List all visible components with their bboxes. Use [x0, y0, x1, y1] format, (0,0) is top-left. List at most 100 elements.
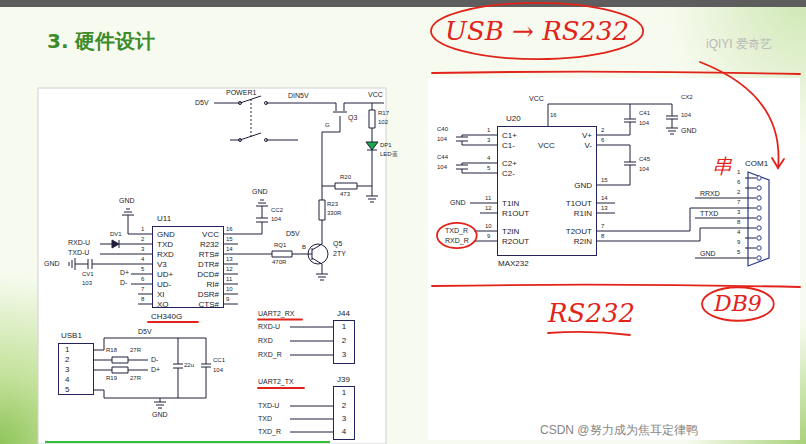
slide-panel [428, 78, 800, 440]
pin-number: 11 [226, 276, 232, 282]
db9-outline [745, 172, 771, 266]
pin-name: R232 [200, 241, 219, 249]
chip-box: U11CH340GGNDTXDRXDV3UD+UD-XIXOVCCR232RTS… [152, 226, 224, 308]
slide-panel [0, 0, 806, 7]
pin-dot [757, 196, 761, 200]
transistor-wiring [292, 244, 328, 280]
net-label: RXD_R [258, 351, 282, 358]
transistor-wiring [224, 200, 328, 304]
pin-name: C2+ [502, 160, 517, 168]
pin-number: 15 [226, 236, 233, 242]
part-name: C40 [437, 126, 448, 132]
pin-stub [745, 228, 756, 229]
pin-name: 3 [334, 415, 354, 423]
net-label: D5V [195, 99, 209, 106]
pin-name: XO [157, 301, 169, 309]
ch340-wiring [131, 274, 152, 304]
pin-name: 2 [334, 402, 354, 410]
power-switch-wiring [265, 139, 268, 142]
wire [597, 228, 745, 241]
pin-number: 12 [485, 205, 492, 211]
handwritten-mark [431, 3, 643, 59]
net-label: RXD_R [445, 237, 469, 244]
pin-name: R2IN [574, 238, 592, 246]
part-name: Q5 [333, 240, 342, 247]
part-name: J39 [337, 376, 350, 384]
handwritten-mark [258, 387, 304, 389]
mosfet-led-wiring [366, 142, 378, 150]
max232-wiring [597, 135, 630, 213]
handwritten-mark [148, 62, 800, 388]
transistor-wiring [224, 251, 292, 257]
pin-name: 4 [334, 428, 354, 436]
part-name: CC2 [271, 207, 283, 213]
mosfet-led-wiring [319, 103, 384, 244]
pin-name: DSR# [198, 291, 219, 299]
pin-number: 9 [737, 239, 740, 245]
pin-dot [757, 216, 761, 220]
net-label: TXD_R [445, 227, 468, 234]
pin-number: 8 [601, 233, 604, 239]
part-name: RQ1 [274, 242, 286, 248]
pin-stub [745, 208, 756, 209]
slide-title: 3. 硬件设计 [47, 30, 155, 52]
net-label: D5V [138, 328, 152, 335]
pin-number: 5 [487, 165, 490, 171]
pin-dot [757, 176, 761, 180]
wire [597, 228, 745, 241]
net-label: D- [151, 356, 158, 363]
pin-name: 3 [65, 366, 69, 374]
pin-name: V- [584, 142, 592, 150]
annotation: USB → RS232 [445, 18, 629, 44]
pin-name: 1 [334, 323, 354, 331]
mosfet-led-wiring [319, 103, 384, 244]
net-label: GND [681, 127, 697, 134]
pin-name: GND [157, 231, 175, 239]
pin-stub [745, 238, 756, 239]
pin-dot [757, 206, 761, 210]
net-label: D+ [151, 366, 160, 373]
header-box: J44123 [333, 320, 355, 364]
chip-box: U20MAX232C1+C1-C2+C2-T1INR1OUTT2INR2OUTV… [497, 126, 597, 256]
net-label: D5V [286, 230, 300, 237]
pin-name: 1 [334, 389, 354, 397]
pin-name: 4 [65, 376, 69, 384]
handwritten-mark [700, 62, 779, 168]
pin-name: B [302, 244, 306, 250]
ch340-wiring [69, 258, 152, 270]
max232-wiring [470, 135, 497, 241]
pin-name: VCC [202, 231, 219, 239]
pin-number: 3 [141, 246, 144, 252]
db9-connector: COM1 [745, 172, 771, 266]
pin-name: V+ [582, 132, 592, 140]
max232-wiring [666, 104, 678, 134]
net-label: TXD-U [258, 402, 279, 409]
annotation: RS232 [548, 300, 635, 326]
part-value: 2TY [333, 250, 346, 257]
handwritten-mark [548, 332, 630, 335]
annotation: DB9 [714, 293, 762, 315]
part-value: 330R [327, 210, 341, 216]
net-label: VCC [368, 91, 383, 98]
net-label: RRXD [700, 190, 720, 197]
part-value: 27R [130, 375, 141, 381]
pin-number: 4 [737, 229, 740, 235]
part-name: R17 [378, 110, 389, 116]
net-label: GND [152, 411, 168, 418]
pin-number: 4 [487, 155, 490, 161]
handwritten-mark [437, 223, 477, 248]
part-value: 473 [340, 191, 350, 197]
pin-number: 5 [737, 249, 740, 255]
pin-name: T1IN [502, 200, 519, 208]
pin-name: DTR# [198, 261, 219, 269]
pin-name: VCC [538, 142, 555, 150]
pin-stub [745, 188, 756, 189]
part-value: 470R [272, 259, 286, 265]
header-wiring [290, 327, 333, 432]
pin-number: 13 [226, 256, 233, 262]
part-name: CV1 [82, 271, 94, 277]
pin-number: 10 [485, 223, 492, 229]
pin-name: UD+ [157, 271, 173, 279]
part-name: CX2 [681, 94, 693, 100]
power-switch-wiring [214, 96, 330, 140]
